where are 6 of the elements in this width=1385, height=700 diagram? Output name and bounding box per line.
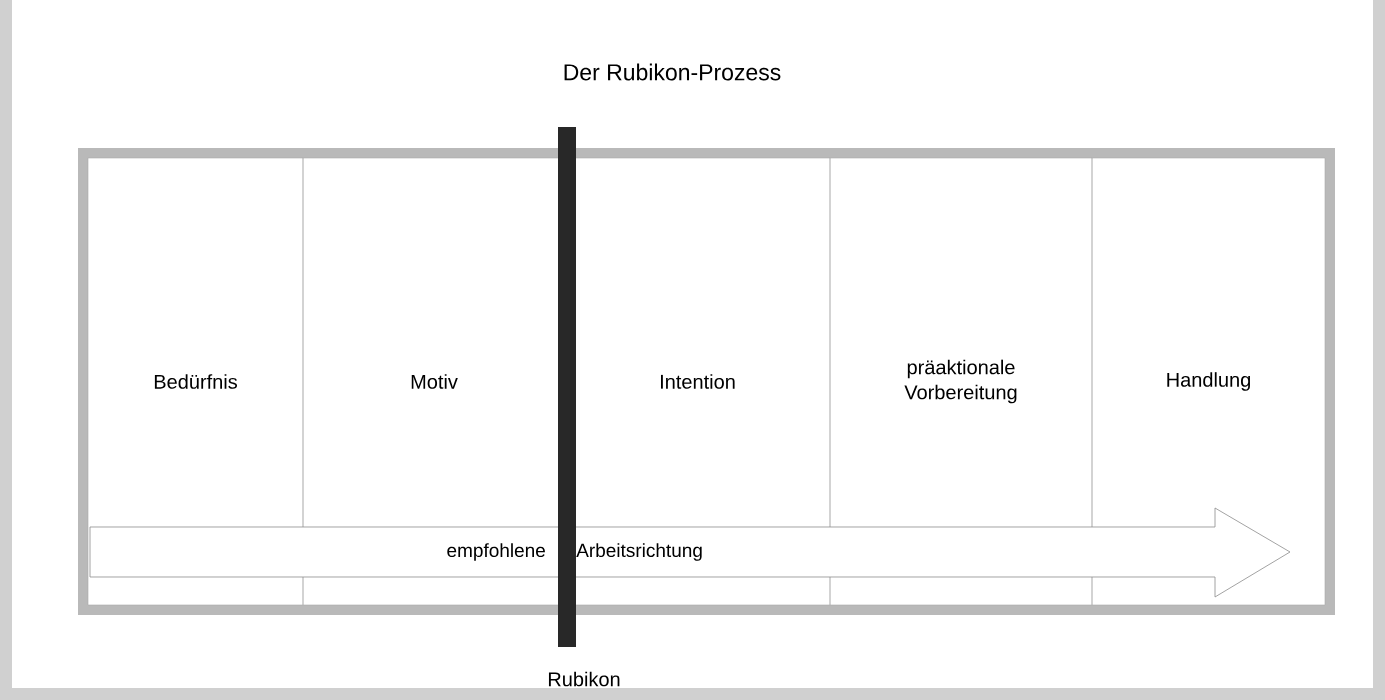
title: Der Rubikon-Prozess [564,63,781,81]
column-box: Handlung [1091,157,1326,606]
bar-label: Rubikon [548,671,620,687]
column-box: präaktionale Vorbereitung [829,157,1093,606]
column-box: Bedürfnis [87,157,304,606]
rubikon-bar [558,127,576,647]
